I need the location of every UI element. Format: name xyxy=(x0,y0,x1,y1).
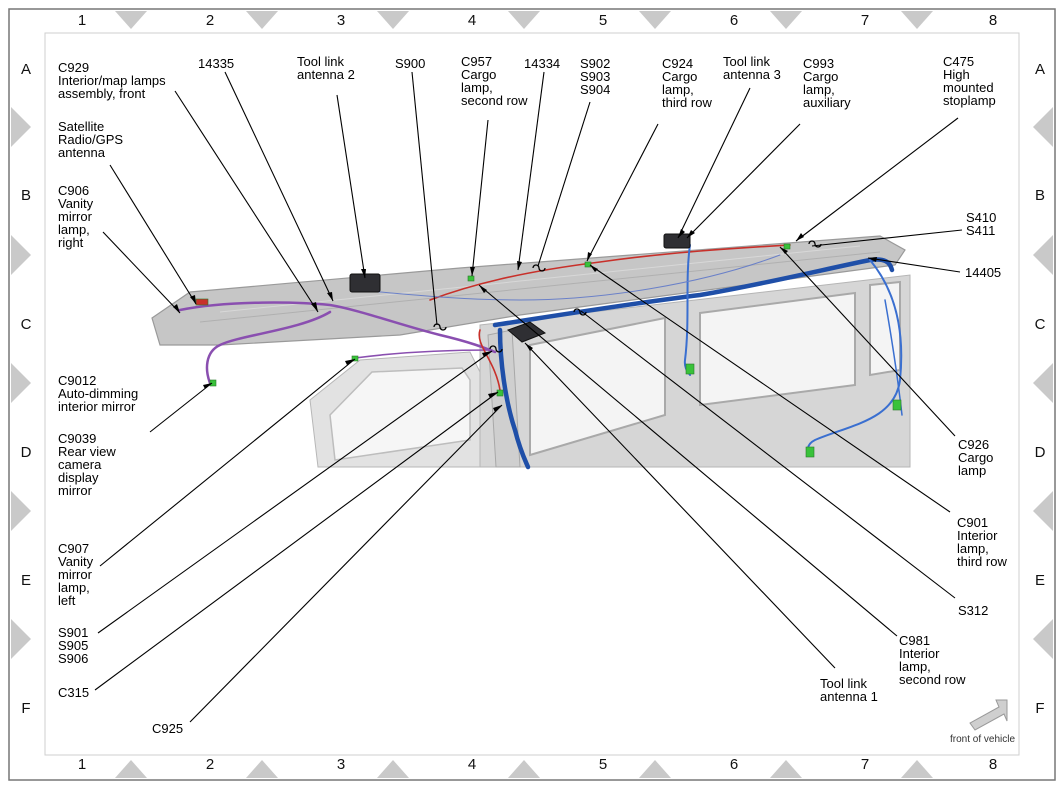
callout-c907: C907 Vanity mirror lamp, left xyxy=(58,541,94,608)
grid-row-f-left: F xyxy=(21,700,31,717)
grid-row-b-right: B xyxy=(1034,187,1045,204)
front-of-vehicle-label: front of vehicle xyxy=(950,734,1016,745)
grid-row-f-right: F xyxy=(1035,700,1045,717)
callout-s312: S312 xyxy=(958,603,989,618)
arrowheads xyxy=(173,229,877,412)
grid-column-2-bottom: 2 xyxy=(205,756,215,773)
callout-c9012: C9012 Auto-dimming interior mirror xyxy=(58,373,139,414)
grid-row-d-left: D xyxy=(20,444,32,461)
grid-column-3-bottom: 3 xyxy=(336,756,346,773)
callout-14334: 14334 xyxy=(524,56,561,71)
grid-row-d-right: D xyxy=(1034,444,1046,461)
grid-column-3-top: 3 xyxy=(336,12,346,29)
callout-14335: 14335 xyxy=(198,56,235,71)
grid-column-7-bottom: 7 xyxy=(860,756,870,773)
grid-column-8-top: 8 xyxy=(988,12,998,29)
grid-column-7-top: 7 xyxy=(860,12,870,29)
grid-column-4-top: 4 xyxy=(467,12,477,29)
callout-c957: C957 Cargo lamp, second row xyxy=(461,54,528,108)
grid-column-6-bottom: 6 xyxy=(729,756,739,773)
grid-column-1-bottom: 1 xyxy=(77,756,87,773)
callout-c475: C475 High mounted stoplamp xyxy=(943,54,996,108)
callout-tool-link-antenna-1: Tool link antenna 1 xyxy=(820,676,878,704)
callout-14405: 14405 xyxy=(965,265,1002,280)
front-of-vehicle-arrow-icon xyxy=(969,699,1008,731)
grid-row-a-left: A xyxy=(20,61,31,78)
callout-s901-s905-s906: S901 S905 S906 xyxy=(58,625,89,666)
antenna-modules xyxy=(349,233,691,343)
callout-c315: C315 xyxy=(58,685,90,700)
callout-c929: C929 Interior/map lamps assembly, front xyxy=(58,60,166,101)
callout-c901: C901 Interior lamp, third row xyxy=(957,515,1007,569)
grid-column-5-bottom: 5 xyxy=(598,756,608,773)
grid-column-2-top: 2 xyxy=(205,12,215,29)
callout-c925: C925 xyxy=(152,721,184,736)
callout-c981: C981 Interior lamp, second row xyxy=(899,633,966,687)
callout-s900: S900 xyxy=(395,56,426,71)
grid-row-e-left: E xyxy=(20,572,31,589)
grid-column-5-top: 5 xyxy=(598,12,608,29)
callout-satellite-radio-gps-antenna: Satellite Radio/GPS antenna xyxy=(58,119,124,160)
grid-row-e-right: E xyxy=(1034,572,1045,589)
callout-tool-link-antenna-3: Tool link antenna 3 xyxy=(723,54,781,82)
grid-row-c-right: C xyxy=(1034,316,1046,333)
grid-row-b-left: B xyxy=(20,187,31,204)
grid-row-c-left: C xyxy=(20,316,32,333)
callout-tool-link-antenna-2: Tool link antenna 2 xyxy=(297,54,355,82)
callout-c906: C906 Vanity mirror lamp, right xyxy=(58,183,94,250)
connectors xyxy=(195,243,902,458)
callout-c993: C993 Cargo lamp, auxiliary xyxy=(803,56,851,110)
leader-lines xyxy=(94,71,963,723)
grid-column-8-bottom: 8 xyxy=(988,756,998,773)
callout-c924: C924 Cargo lamp, third row xyxy=(662,56,712,110)
grid-row-a-right: A xyxy=(1034,61,1045,78)
callout-c926: C926 Cargo lamp xyxy=(958,437,994,478)
grid-column-1-top: 1 xyxy=(77,12,87,29)
callout-c9039: C9039 Rear view camera display mirror xyxy=(58,431,116,498)
grid-column-4-bottom: 4 xyxy=(467,756,477,773)
grid-column-6-top: 6 xyxy=(729,12,739,29)
grid-markers xyxy=(11,11,1053,778)
callout-s902-s903-s904: S902 S903 S904 xyxy=(580,56,611,97)
callout-s410-s411: S410 S411 xyxy=(966,210,997,238)
